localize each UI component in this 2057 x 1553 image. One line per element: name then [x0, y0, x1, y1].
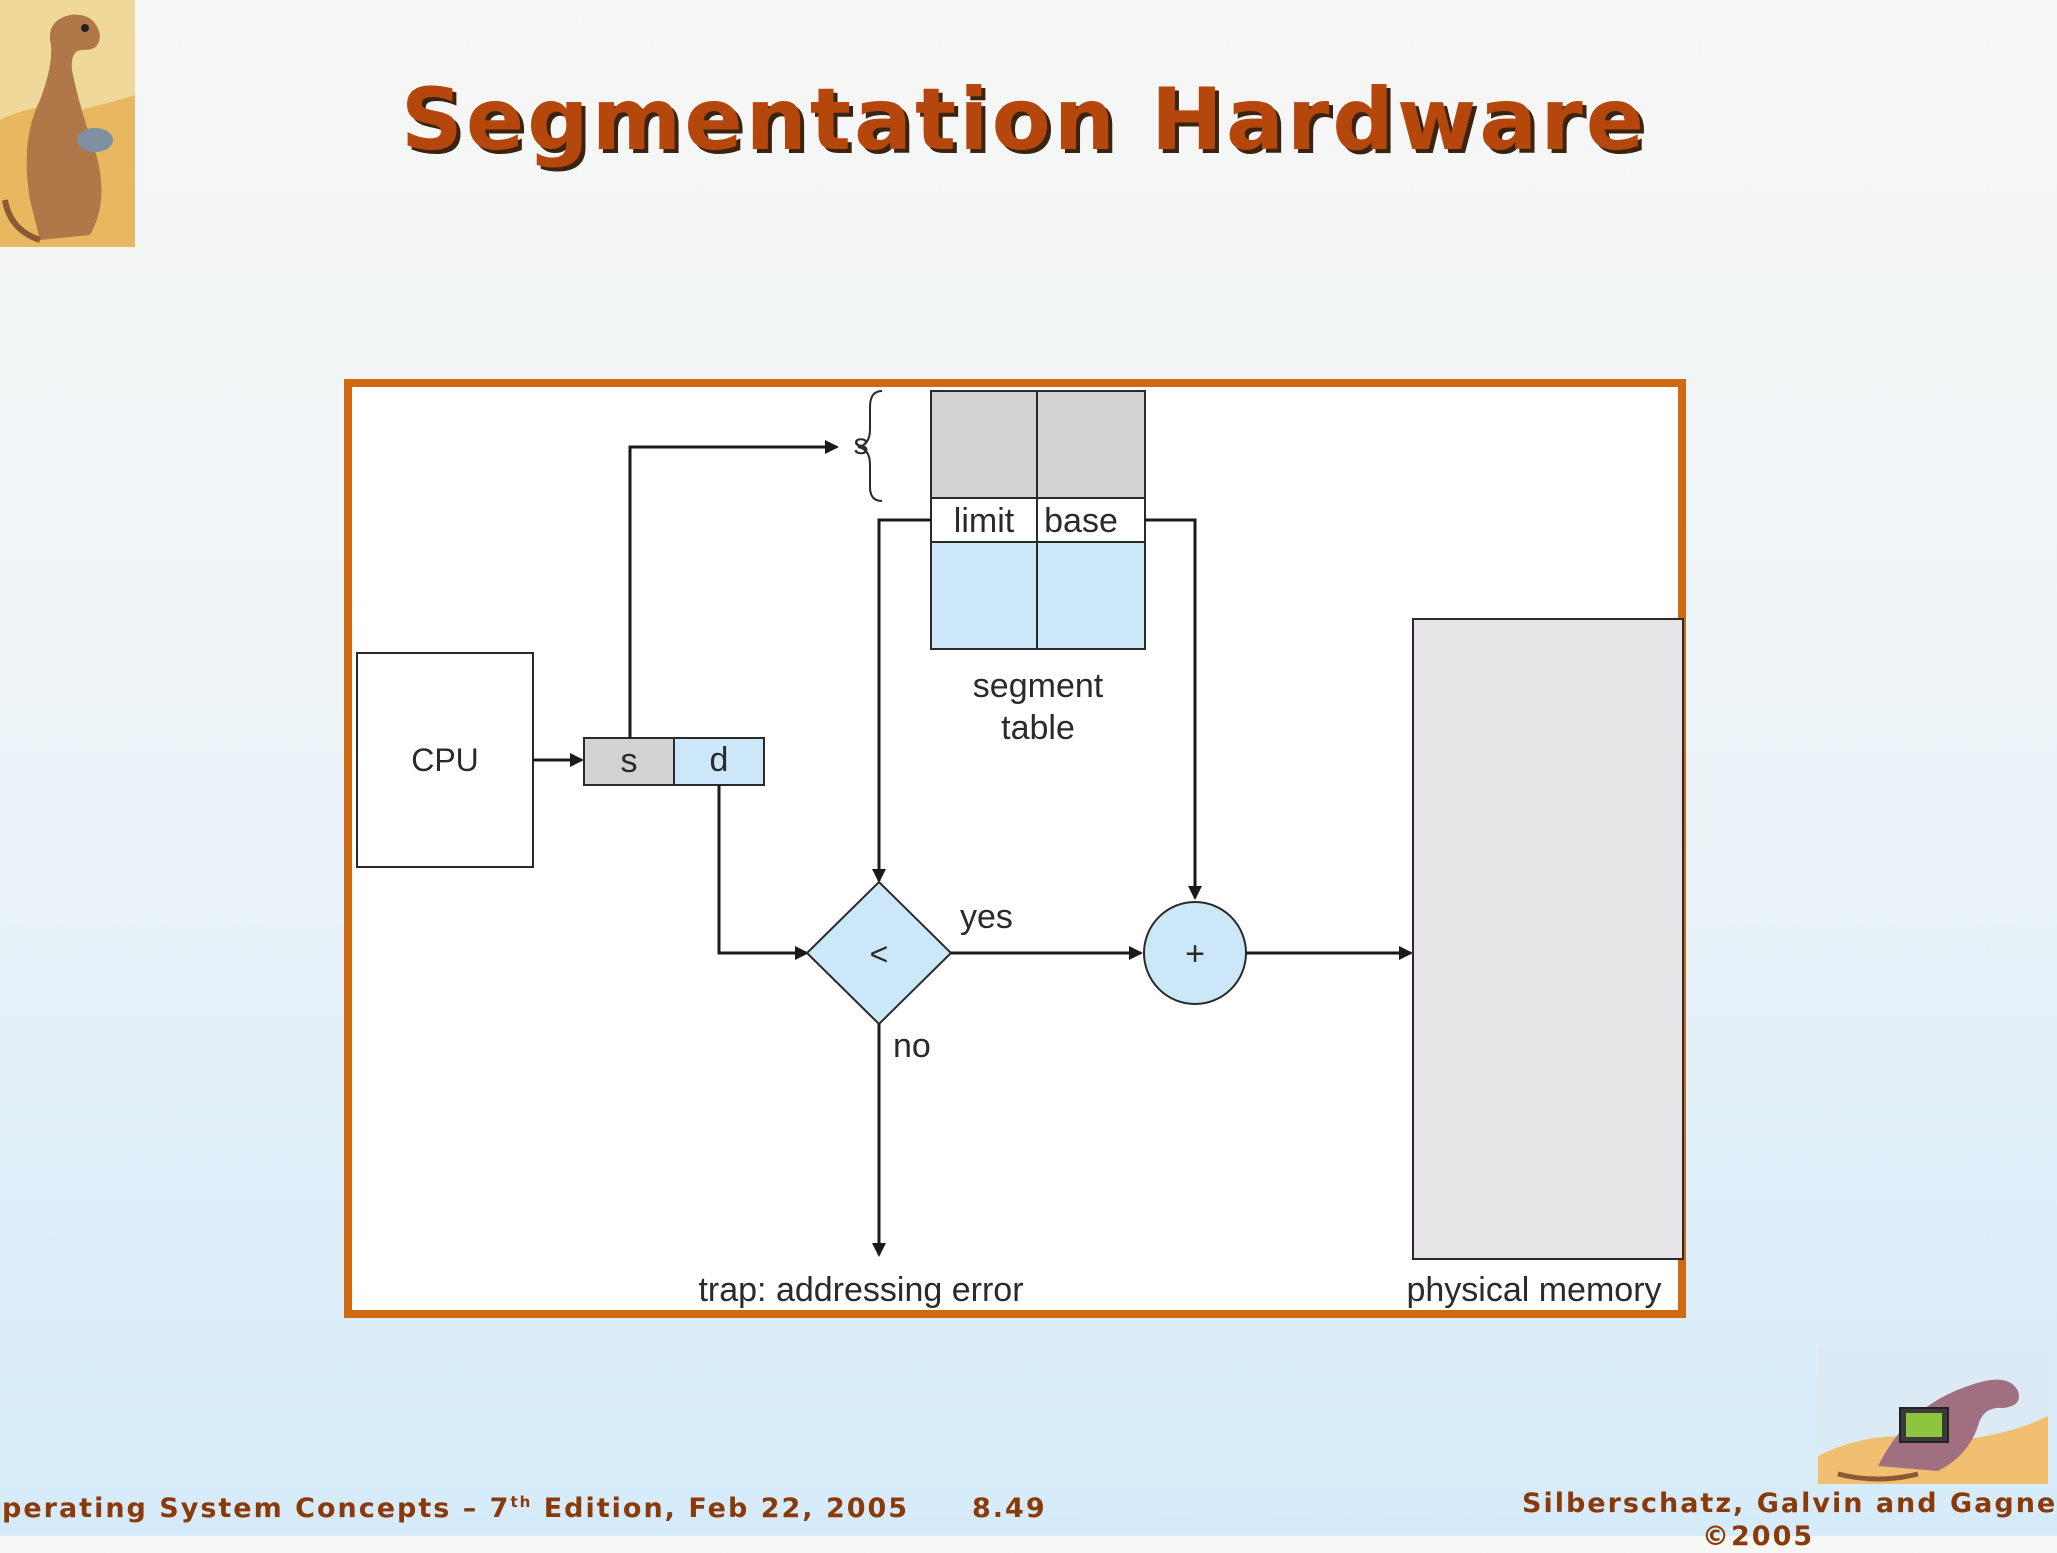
physical-memory-box: [1412, 618, 1684, 1260]
logical-address-d-label: d: [710, 741, 729, 779]
physical-memory-label: physical memory: [1406, 1271, 1661, 1309]
segment-index-brace: [857, 390, 883, 502]
no-label: no: [893, 1027, 931, 1065]
dinosaur-mascot-image: [0, 0, 135, 247]
segment-index-label: s: [854, 428, 869, 461]
yes-label: yes: [960, 898, 1013, 936]
segment-table-caption-line1: segment: [973, 667, 1104, 705]
logical-address-s-label: s: [621, 742, 638, 780]
slide-title: Segmentation Hardware: [400, 70, 1648, 170]
footer-copyright: ©2005: [1702, 1521, 1815, 1552]
logical-address-s-cell: [583, 737, 675, 786]
segment-table-upper-base-cell: [1036, 390, 1146, 499]
logical-address-d-cell: [673, 737, 765, 786]
adder-symbol: +: [1185, 935, 1205, 973]
segment-table-limit-label: limit: [954, 502, 1015, 540]
footer-authors-block: Silberschatz, Galvin and Gagne ©2005: [1522, 1487, 2057, 1552]
cpu-box: [356, 652, 534, 868]
base-to-adder-arrow: [1145, 518, 1202, 900]
segmentation-diagram: CPU s d s limit base segment table <: [344, 379, 1686, 1318]
segment-table-caption-line2: table: [1001, 709, 1075, 747]
cpu-label: CPU: [411, 742, 479, 778]
trap-label: trap: addressing error: [698, 1271, 1023, 1309]
footer-edition-sup: th: [510, 1493, 533, 1511]
segment-table-lower-limit-cell: [930, 541, 1038, 650]
segment-table-upper-limit-cell: [930, 390, 1038, 499]
footer-page-number: 8.49: [972, 1493, 1047, 1524]
s-to-segment-index-arrow: [628, 440, 839, 738]
segment-table-lower-base-cell: [1036, 541, 1146, 650]
footer-course-info: perating System Concepts – 7th Edition, …: [2, 1493, 909, 1524]
footer-course-text: perating System Concepts – 7: [2, 1493, 511, 1524]
footer-edition-text: Edition, Feb 22, 2005: [532, 1493, 910, 1524]
dinosaur-laptop-mascot-image: [1818, 1346, 2048, 1484]
footer-authors: Silberschatz, Galvin and Gagne: [1522, 1488, 2057, 1519]
d-to-comparator-arrow: [717, 785, 809, 960]
segment-table-base-label: base: [1044, 502, 1118, 540]
limit-to-comparator-arrow: [872, 518, 931, 883]
comparator-symbol: <: [870, 936, 889, 972]
